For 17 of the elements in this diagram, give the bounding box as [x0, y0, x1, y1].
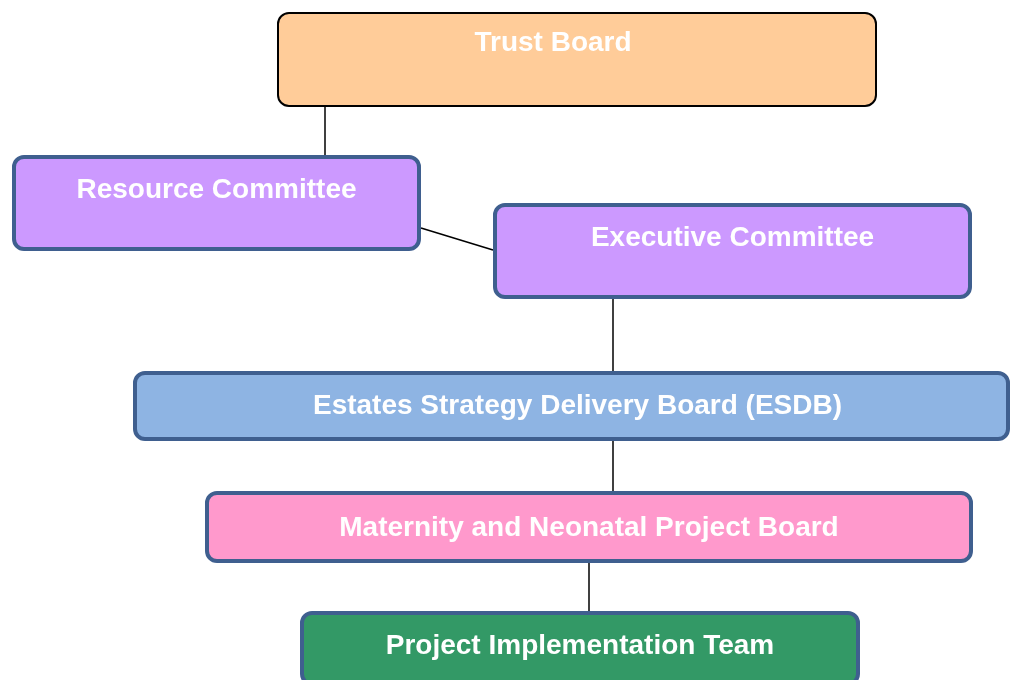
box-title: Estates Strategy Delivery Board (ESDB): [312, 389, 843, 421]
org-box: [133, 371, 1010, 441]
box-title: Resource Committee: [76, 173, 357, 205]
org-box: [300, 611, 860, 680]
box-title: Project Implementation Team: [385, 629, 775, 661]
box-title: Trust Board: [474, 26, 632, 58]
connector-line: [420, 227, 494, 251]
box-title: Executive Committee: [590, 221, 875, 253]
org-box: [12, 155, 421, 251]
box-title: Maternity and Neonatal Project Board: [339, 511, 839, 543]
connector-line: [612, 298, 614, 372]
org-box: [277, 12, 877, 107]
connector-line: [612, 440, 614, 492]
connector-line: [588, 562, 590, 612]
org-box: [205, 491, 973, 563]
org-box: [493, 203, 972, 299]
connector-line: [324, 106, 326, 156]
